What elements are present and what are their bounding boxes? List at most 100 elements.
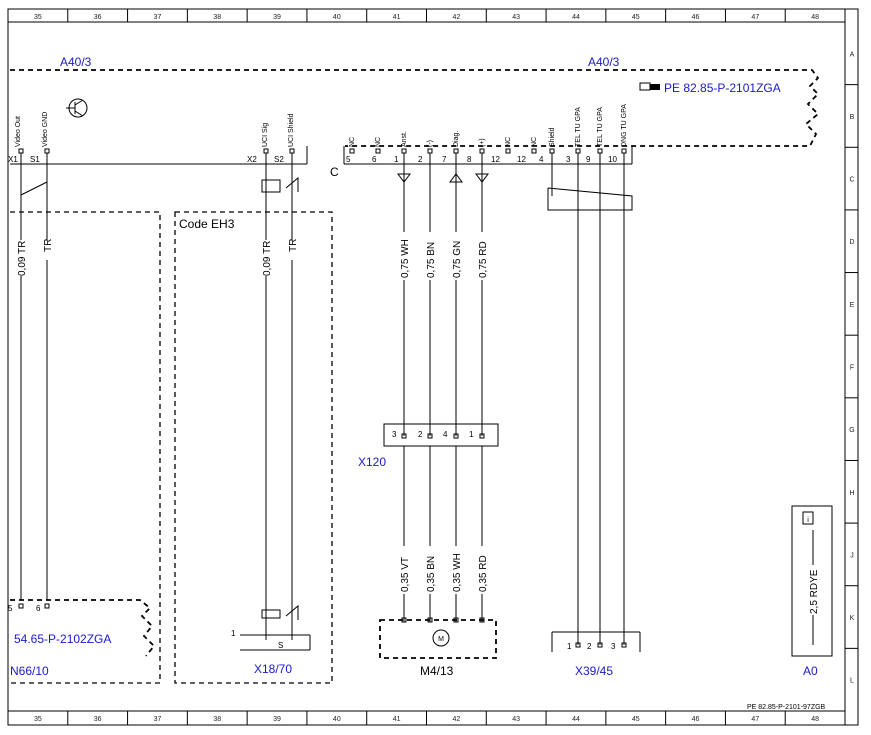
- column-number: 37: [154, 14, 162, 21]
- connector-c-pin-number: 12: [491, 155, 500, 164]
- x120-pin-4: 1: [469, 430, 474, 439]
- a40-housing-outline: [10, 69, 820, 147]
- m4-housing: [379, 619, 497, 659]
- column-number: 48: [811, 14, 819, 21]
- wire-lower-4: 0,35 RD: [478, 555, 489, 592]
- connector-c-pin-number: 2: [418, 155, 423, 164]
- n66-label: N66/10: [10, 664, 49, 678]
- video-pins: Video Out Video GND X1 S1 0,09 TR TR: [8, 112, 54, 600]
- info-symbol: i: [807, 517, 809, 524]
- column-number: 36: [94, 14, 102, 21]
- pin-name-video-out: Video Out: [15, 116, 22, 147]
- row-letter: K: [850, 615, 855, 622]
- connector-c-pin-name: Shield: [549, 127, 556, 147]
- pin-num-x2: X2: [247, 155, 257, 164]
- column-number: 38: [213, 14, 221, 21]
- n66-reference-link[interactable]: 54.65-P-2102ZGA: [14, 632, 111, 646]
- x39-pin-1: 1: [567, 642, 572, 651]
- column-number: 38: [213, 716, 221, 723]
- pin-name-uci-sig: UCI Sig: [262, 123, 269, 147]
- pin-num-x1: X1: [8, 155, 18, 164]
- column-number: 42: [452, 716, 460, 723]
- pe-reference-link[interactable]: PE 82.85-P-2101ZGA: [664, 81, 781, 95]
- n66-pin-6: 6: [36, 604, 41, 613]
- row-letter: G: [849, 427, 854, 434]
- code-eh3-label: Code EH3: [179, 217, 235, 231]
- wire-uci-shield: TR: [288, 239, 299, 252]
- column-number: 41: [393, 716, 401, 723]
- connector-c-pin-name: NC: [505, 137, 512, 147]
- motor-icon: M: [432, 629, 450, 647]
- connector-c-pin-name: DNG TU GPA: [621, 104, 628, 147]
- upper-wires: 0,75 WH 0,75 BN 0,75 GN 0,75 RD: [397, 153, 489, 436]
- column-number: 47: [751, 716, 759, 723]
- code-eh3-box: [174, 211, 333, 684]
- wire-video-out: 0,09 TR: [17, 241, 28, 276]
- connector-c-pin-number: 10: [608, 155, 617, 164]
- footer-reference: PE 82.85-P-2101-97ZGB: [747, 704, 826, 711]
- column-number: 45: [632, 716, 640, 723]
- tel-wires: [547, 153, 633, 645]
- column-number: 37: [154, 716, 162, 723]
- pin-name-video-gnd: Video GND: [42, 112, 49, 147]
- wire-lower-1: 0,35 VT: [400, 557, 411, 592]
- wire-upper-4: 0,75 RD: [478, 241, 489, 278]
- lower-wires: 0,35 VT 0,35 BN 0,35 WH 0,35 RD: [399, 446, 489, 623]
- a0-wire: 2,5 RDYE: [809, 569, 820, 614]
- x120-connector: 3 2 4 1: [383, 423, 499, 447]
- x18-pin-s: S: [278, 641, 283, 650]
- pin-num-s1: S1: [30, 155, 40, 164]
- a0-box: [791, 505, 833, 657]
- a0-label: A0: [803, 664, 818, 678]
- motor-symbol: M: [438, 636, 444, 643]
- pin-num-s2: S2: [274, 155, 284, 164]
- row-letter: L: [850, 678, 854, 685]
- x39-pin-2: 2: [587, 642, 592, 651]
- row-letter: E: [850, 302, 855, 309]
- connector-c-pin-number: 7: [442, 155, 447, 164]
- connector-c-pin-number: 6: [372, 155, 377, 164]
- connector-c-pin-name: TEL TU GPA: [597, 107, 604, 147]
- row-letter: H: [849, 490, 854, 497]
- wire-upper-2: 0,75 BN: [426, 242, 437, 278]
- row-letter: A: [850, 51, 855, 58]
- column-number: 40: [333, 716, 341, 723]
- uci-pins: UCI Sig UCI Shield X2 S2 0,09 TR TR 1 S: [231, 113, 311, 651]
- x120-pin-2: 2: [418, 430, 423, 439]
- column-number: 43: [512, 14, 520, 21]
- column-number: 47: [751, 14, 759, 21]
- info-icon: i: [802, 511, 814, 525]
- connector-c-label: C: [330, 165, 339, 179]
- wire-upper-1: 0,75 WH: [400, 239, 411, 278]
- pin-name-uci-shield: UCI Shield: [288, 113, 295, 147]
- column-number: 35: [34, 716, 42, 723]
- connector-c-pin-number: 3: [566, 155, 571, 164]
- n66-housing: [10, 599, 156, 657]
- connector-c-pin-number: 1: [394, 155, 399, 164]
- column-number: 44: [572, 716, 580, 723]
- connector-c-pin-number: 4: [539, 155, 544, 164]
- column-number: 40: [333, 14, 341, 21]
- x120-pin-1: 3: [392, 430, 397, 439]
- a40-label-left: A40/3: [60, 55, 92, 69]
- connector-c-pin-number: 5: [346, 155, 351, 164]
- row-letter: F: [850, 365, 854, 372]
- column-number: 46: [692, 14, 700, 21]
- n66-box: [10, 211, 161, 684]
- a40-label-right: A40/3: [588, 55, 620, 69]
- reference-hand-icon: [639, 82, 660, 91]
- column-number: 35: [34, 14, 42, 21]
- column-number: 39: [273, 716, 281, 723]
- connector-c-pins: NC5NC6Anst.1(-)2Diag.7(+)8NC12NC12Shield…: [346, 104, 628, 164]
- wire-video-gnd: TR: [43, 239, 54, 252]
- x18-pin-1: 1: [231, 629, 236, 638]
- row-letter: J: [850, 552, 854, 559]
- transistor-icon: [66, 98, 88, 118]
- connector-c-pin-name: Diag.: [453, 131, 460, 147]
- wire-uci-sig: 0,09 TR: [262, 241, 273, 276]
- row-letter: D: [849, 239, 854, 246]
